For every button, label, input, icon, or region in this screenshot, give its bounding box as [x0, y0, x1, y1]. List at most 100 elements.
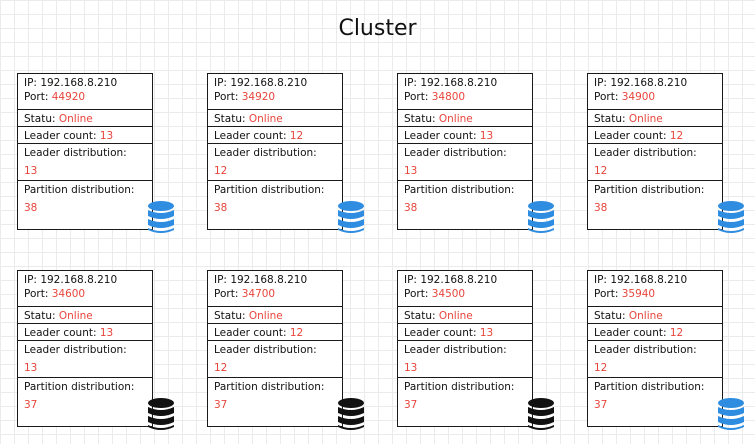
ip-label: IP:: [594, 77, 607, 89]
ip-value: 192.168.8.210: [40, 77, 118, 89]
leader-distribution-row: Leader distribution:12: [588, 144, 722, 181]
partition-distribution-row: Partition distribution:38: [398, 181, 532, 218]
status-row: Statu: Online: [588, 307, 722, 324]
port-row: Port: 34920: [208, 90, 342, 110]
leader-count-row: Leader count: 13: [398, 127, 532, 144]
leader-distribution-value: 13: [24, 362, 38, 374]
status-value: Online: [248, 310, 283, 322]
leader-count-row: Leader count: 12: [588, 324, 722, 341]
leader-count-value: 13: [99, 130, 114, 142]
port-row: Port: 35940: [588, 287, 722, 307]
port-value: 34920: [241, 91, 276, 103]
status-row: Statu: Online: [18, 307, 152, 324]
ip-label: IP:: [24, 77, 37, 89]
leader-count-label: Leader count:: [24, 327, 97, 339]
ip-row: IP: 192.168.8.210: [208, 271, 342, 287]
leader-count-value: 13: [99, 327, 114, 339]
leader-distribution-row: Leader distribution:13: [398, 341, 532, 378]
ip-label: IP:: [24, 274, 37, 286]
partition-distribution-row: Partition distribution:38: [18, 181, 152, 218]
leader-count-value: 12: [669, 327, 684, 339]
leader-distribution-value: 13: [24, 165, 38, 177]
leader-count-row: Leader count: 12: [208, 127, 342, 144]
port-row: Port: 34900: [588, 90, 722, 110]
ip-value: 192.168.8.210: [420, 77, 498, 89]
status-row: Statu: Online: [208, 307, 342, 324]
ip-row: IP: 192.168.8.210: [398, 271, 532, 287]
leader-distribution-label: Leader distribution:: [24, 344, 127, 356]
status-label: Statu:: [594, 113, 626, 125]
status-label: Statu:: [404, 113, 436, 125]
port-value: 34700: [241, 288, 276, 300]
partition-distribution-row: Partition distribution:38: [208, 181, 342, 218]
leader-count-value: 13: [479, 327, 494, 339]
ip-value: 192.168.8.210: [420, 274, 498, 286]
leader-distribution-value: 12: [214, 165, 228, 177]
ip-value: 192.168.8.210: [40, 274, 118, 286]
partition-distribution-label: Partition distribution:: [404, 381, 515, 393]
status-row: Statu: Online: [398, 307, 532, 324]
leader-distribution-row: Leader distribution: 13: [18, 341, 152, 378]
port-value: 35940: [621, 288, 656, 300]
port-row: Port: 44920: [18, 90, 152, 110]
ip-row: IP: 192.168.8.210: [588, 74, 722, 90]
ip-value: 192.168.8.210: [230, 77, 308, 89]
leader-distribution-value: 13: [404, 362, 418, 374]
leader-count-row: Leader count: 13: [398, 324, 532, 341]
ip-label: IP:: [214, 77, 227, 89]
port-label: Port:: [594, 91, 619, 103]
status-row: Statu: Online: [208, 110, 342, 127]
port-label: Port:: [404, 288, 429, 300]
partition-distribution-row: Partition distribution:37: [18, 378, 152, 415]
ip-value: 192.168.8.210: [230, 274, 308, 286]
partition-distribution-value: 37: [214, 399, 228, 411]
ip-row: IP: 192.168.8.210: [208, 74, 342, 90]
status-row: Statu: Online: [18, 110, 152, 127]
database-icon-blue: [146, 200, 176, 234]
port-row: Port: 34600: [18, 287, 152, 307]
ip-label: IP:: [404, 274, 417, 286]
leader-count-label: Leader count:: [594, 130, 667, 142]
diagram-title: Cluster: [338, 16, 417, 41]
ip-label: IP:: [594, 274, 607, 286]
leader-distribution-value: 12: [594, 362, 608, 374]
database-icon-black: [526, 397, 556, 431]
partition-distribution-label: Partition distribution:: [214, 184, 325, 196]
leader-count-label: Leader count:: [404, 327, 477, 339]
leader-count-row: Leader count: 13: [18, 127, 152, 144]
ip-value: 192.168.8.210: [610, 77, 688, 89]
ip-row: IP: 192.168.8.210: [18, 74, 152, 90]
leader-distribution-label: Leader distribution:: [24, 147, 127, 159]
partition-distribution-row: Partition distribution:37: [208, 378, 342, 415]
status-label: Statu:: [594, 310, 626, 322]
leader-distribution-label: Leader distribution:: [214, 344, 317, 356]
status-value: Online: [438, 310, 473, 322]
leader-distribution-row: Leader distribution: 12: [208, 341, 342, 378]
port-row: Port: 34700: [208, 287, 342, 307]
partition-distribution-value: 37: [594, 399, 608, 411]
leader-distribution-value: 12: [214, 362, 228, 374]
leader-distribution-value: 13: [404, 165, 418, 177]
status-value: Online: [628, 310, 663, 322]
leader-count-value: 13: [479, 130, 494, 142]
partition-distribution-value: 37: [404, 399, 418, 411]
database-icon-black: [336, 397, 366, 431]
port-label: Port:: [214, 288, 239, 300]
partition-distribution-label: Partition distribution:: [24, 381, 135, 393]
leader-distribution-label: Leader distribution:: [404, 147, 507, 159]
leader-count-row: Leader count: 12: [208, 324, 342, 341]
leader-distribution-row: Leader distribution:12: [588, 341, 722, 378]
leader-count-label: Leader count:: [214, 130, 287, 142]
database-icon-black: [146, 397, 176, 431]
status-row: Statu: Online: [588, 110, 722, 127]
port-value: 34900: [621, 91, 656, 103]
status-label: Statu:: [24, 113, 56, 125]
status-label: Statu:: [24, 310, 56, 322]
status-value: Online: [58, 310, 93, 322]
leader-distribution-row: Leader distribution:12: [208, 144, 342, 181]
